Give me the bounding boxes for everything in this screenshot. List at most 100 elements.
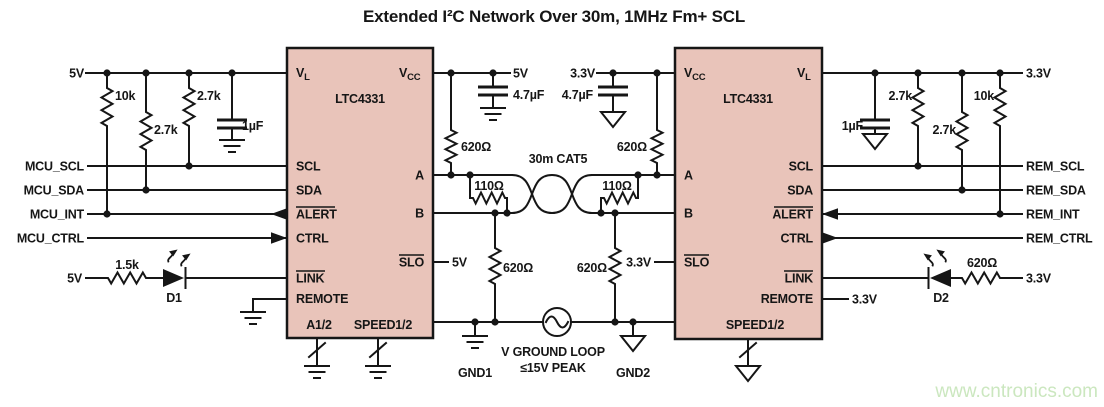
watermark: www.cntronics.com <box>934 381 1098 402</box>
led-emission-arrow <box>177 250 192 269</box>
gnd2-symbol: GND2 <box>616 321 650 380</box>
ground-triangle-icon <box>598 111 628 129</box>
alert-in-arrow-right <box>822 208 838 220</box>
gnd1-symbol: GND1 <box>458 321 492 380</box>
ground-triangle-icon <box>860 133 890 151</box>
center-network: 5V 620Ω 4.7µF 3.3V 4.7µF 620Ω <box>432 67 676 380</box>
ground-bar-icon <box>219 139 245 153</box>
strap-speed12-left <box>365 337 391 379</box>
pin-speed12: SPEED1/2 <box>726 318 784 332</box>
svg-text:VL: VL <box>797 66 811 83</box>
net-rem-scl: REM_SCL <box>1026 160 1085 174</box>
svg-text:10k: 10k <box>974 89 995 103</box>
ground-loop-label-1: V GROUND LOOP <box>501 345 605 359</box>
capacitor-1uf-right: 1µF <box>842 72 890 151</box>
cable-label: 30m CAT5 <box>529 152 588 166</box>
svg-text:4.7µF: 4.7µF <box>513 88 545 102</box>
net-mcu-ctrl: MCU_CTRL <box>17 232 85 246</box>
junction-dots-right <box>871 69 1004 218</box>
net-mcu-scl: MCU_SCL <box>25 160 85 174</box>
svg-text:D1: D1 <box>166 291 182 305</box>
ground-triangle-icon <box>733 365 763 383</box>
resistor-620-pullup-left: 620Ω <box>443 72 491 176</box>
net-5v-led-left: 5V <box>67 272 83 286</box>
chip-body <box>285 46 435 340</box>
pin-remote: REMOTE <box>761 292 813 306</box>
alert-out-arrow-left <box>271 208 287 220</box>
chip-ltc4331-right: LTC4331 VCC VL A B SLO SCL SDA ALERT CTR… <box>673 46 824 341</box>
resistor-2k7-sda-right: 2.7k <box>932 72 970 191</box>
ground-bar-icon <box>480 107 506 121</box>
chip-ltc4331-left: LTC4331 VL VCC SCL SDA ALERT CTRL LINK R… <box>285 46 435 340</box>
ground-bar-icon <box>304 365 330 379</box>
chip-body <box>673 46 824 341</box>
net-5v-left: 5V <box>69 67 85 81</box>
pin-slo: SLO <box>399 256 425 270</box>
schematic-title: Extended I²C Network Over 30m, 1MHz Fm+ … <box>363 7 745 26</box>
net-5v-vcc-left: 5V <box>513 67 529 81</box>
pin-a: A <box>684 169 693 183</box>
capacitor-4u7-left: 4.7µF <box>478 72 545 121</box>
resistor-10k-right: 10k <box>974 72 1008 215</box>
pin-a12: A1/2 <box>306 318 332 332</box>
svg-text:2.7k: 2.7k <box>197 89 221 103</box>
led-d2-icon <box>930 269 951 287</box>
pin-a: A <box>415 169 424 183</box>
resistor-2k7-sda-left: 2.7k <box>138 72 178 191</box>
pin-speed12: SPEED1/2 <box>354 318 412 332</box>
svg-text:10k: 10k <box>115 89 136 103</box>
ground-bar-icon <box>365 365 391 379</box>
resistor-620-pulldown-right: 620Ω <box>577 212 623 323</box>
svg-text:2.7k: 2.7k <box>154 123 178 137</box>
svg-text:620Ω: 620Ω <box>461 140 491 154</box>
pin-scl: SCL <box>296 160 321 174</box>
chip-name: LTC4331 <box>723 92 773 106</box>
svg-text:1µF: 1µF <box>242 119 264 133</box>
net-3v3-right: 3.3V <box>1026 67 1052 81</box>
pin-link: LINK <box>296 272 325 286</box>
svg-text:2.7k: 2.7k <box>932 123 956 137</box>
pin-remote: REMOTE <box>296 292 348 306</box>
ground-bar-icon <box>462 335 488 349</box>
led-emission-arrow <box>935 246 950 265</box>
ground-loop-label-2: ≤15V PEAK <box>520 361 586 375</box>
svg-text:VCC: VCC <box>684 66 706 83</box>
pin-ctrl: CTRL <box>296 232 329 246</box>
pin-b: B <box>415 207 424 221</box>
net-slo-5v: 5V <box>452 256 468 270</box>
pin-b: B <box>684 207 693 221</box>
pin-alert: ALERT <box>296 208 337 222</box>
pin-alert: ALERT <box>772 208 813 222</box>
net-3v3-vcc-right: 3.3V <box>570 67 596 81</box>
pin-ctrl: CTRL <box>780 232 813 246</box>
svg-text:110Ω: 110Ω <box>602 179 632 193</box>
led-branch-left: 1.5k D1 <box>85 246 288 305</box>
ctrl-in-arrow-left <box>271 232 287 244</box>
ground-triangle-icon <box>618 335 648 353</box>
ground-loop-source: V GROUND LOOP ≤15V PEAK <box>432 307 676 375</box>
net-rem-sda: REM_SDA <box>1026 184 1086 198</box>
svg-text:620Ω: 620Ω <box>577 261 607 275</box>
svg-text:620Ω: 620Ω <box>503 261 533 275</box>
remote-ground-left <box>240 298 288 325</box>
strap-speed12-right <box>733 338 763 383</box>
net-3v3-led-right: 3.3V <box>1026 272 1052 286</box>
net-mcu-int: MCU_INT <box>30 208 85 222</box>
net-slo-3v3: 3.3V <box>626 256 652 270</box>
resistor-2k7-scl-right: 2.7k <box>888 72 926 167</box>
capacitor-1uf-left: 1µF <box>217 72 264 153</box>
net-3v3-remote: 3.3V <box>852 293 878 307</box>
svg-text:1µF: 1µF <box>842 119 864 133</box>
pin-link: LINK <box>785 272 814 286</box>
chip-name: LTC4331 <box>335 92 385 106</box>
svg-text:VL: VL <box>296 66 310 83</box>
net-rem-int: REM_INT <box>1026 208 1080 222</box>
pin-sda: SDA <box>296 184 322 198</box>
ctrl-out-arrow-right <box>822 232 838 244</box>
led-branch-right: 620Ω D2 3.3V <box>821 246 1052 305</box>
svg-text:620Ω: 620Ω <box>617 140 647 154</box>
right-network: 1µF 2.7k 2.7k 10k 620Ω D2 3.3V <box>733 67 1093 383</box>
net-rem-ctrl: REM_CTRL <box>1026 232 1093 246</box>
svg-text:2.7k: 2.7k <box>888 89 912 103</box>
